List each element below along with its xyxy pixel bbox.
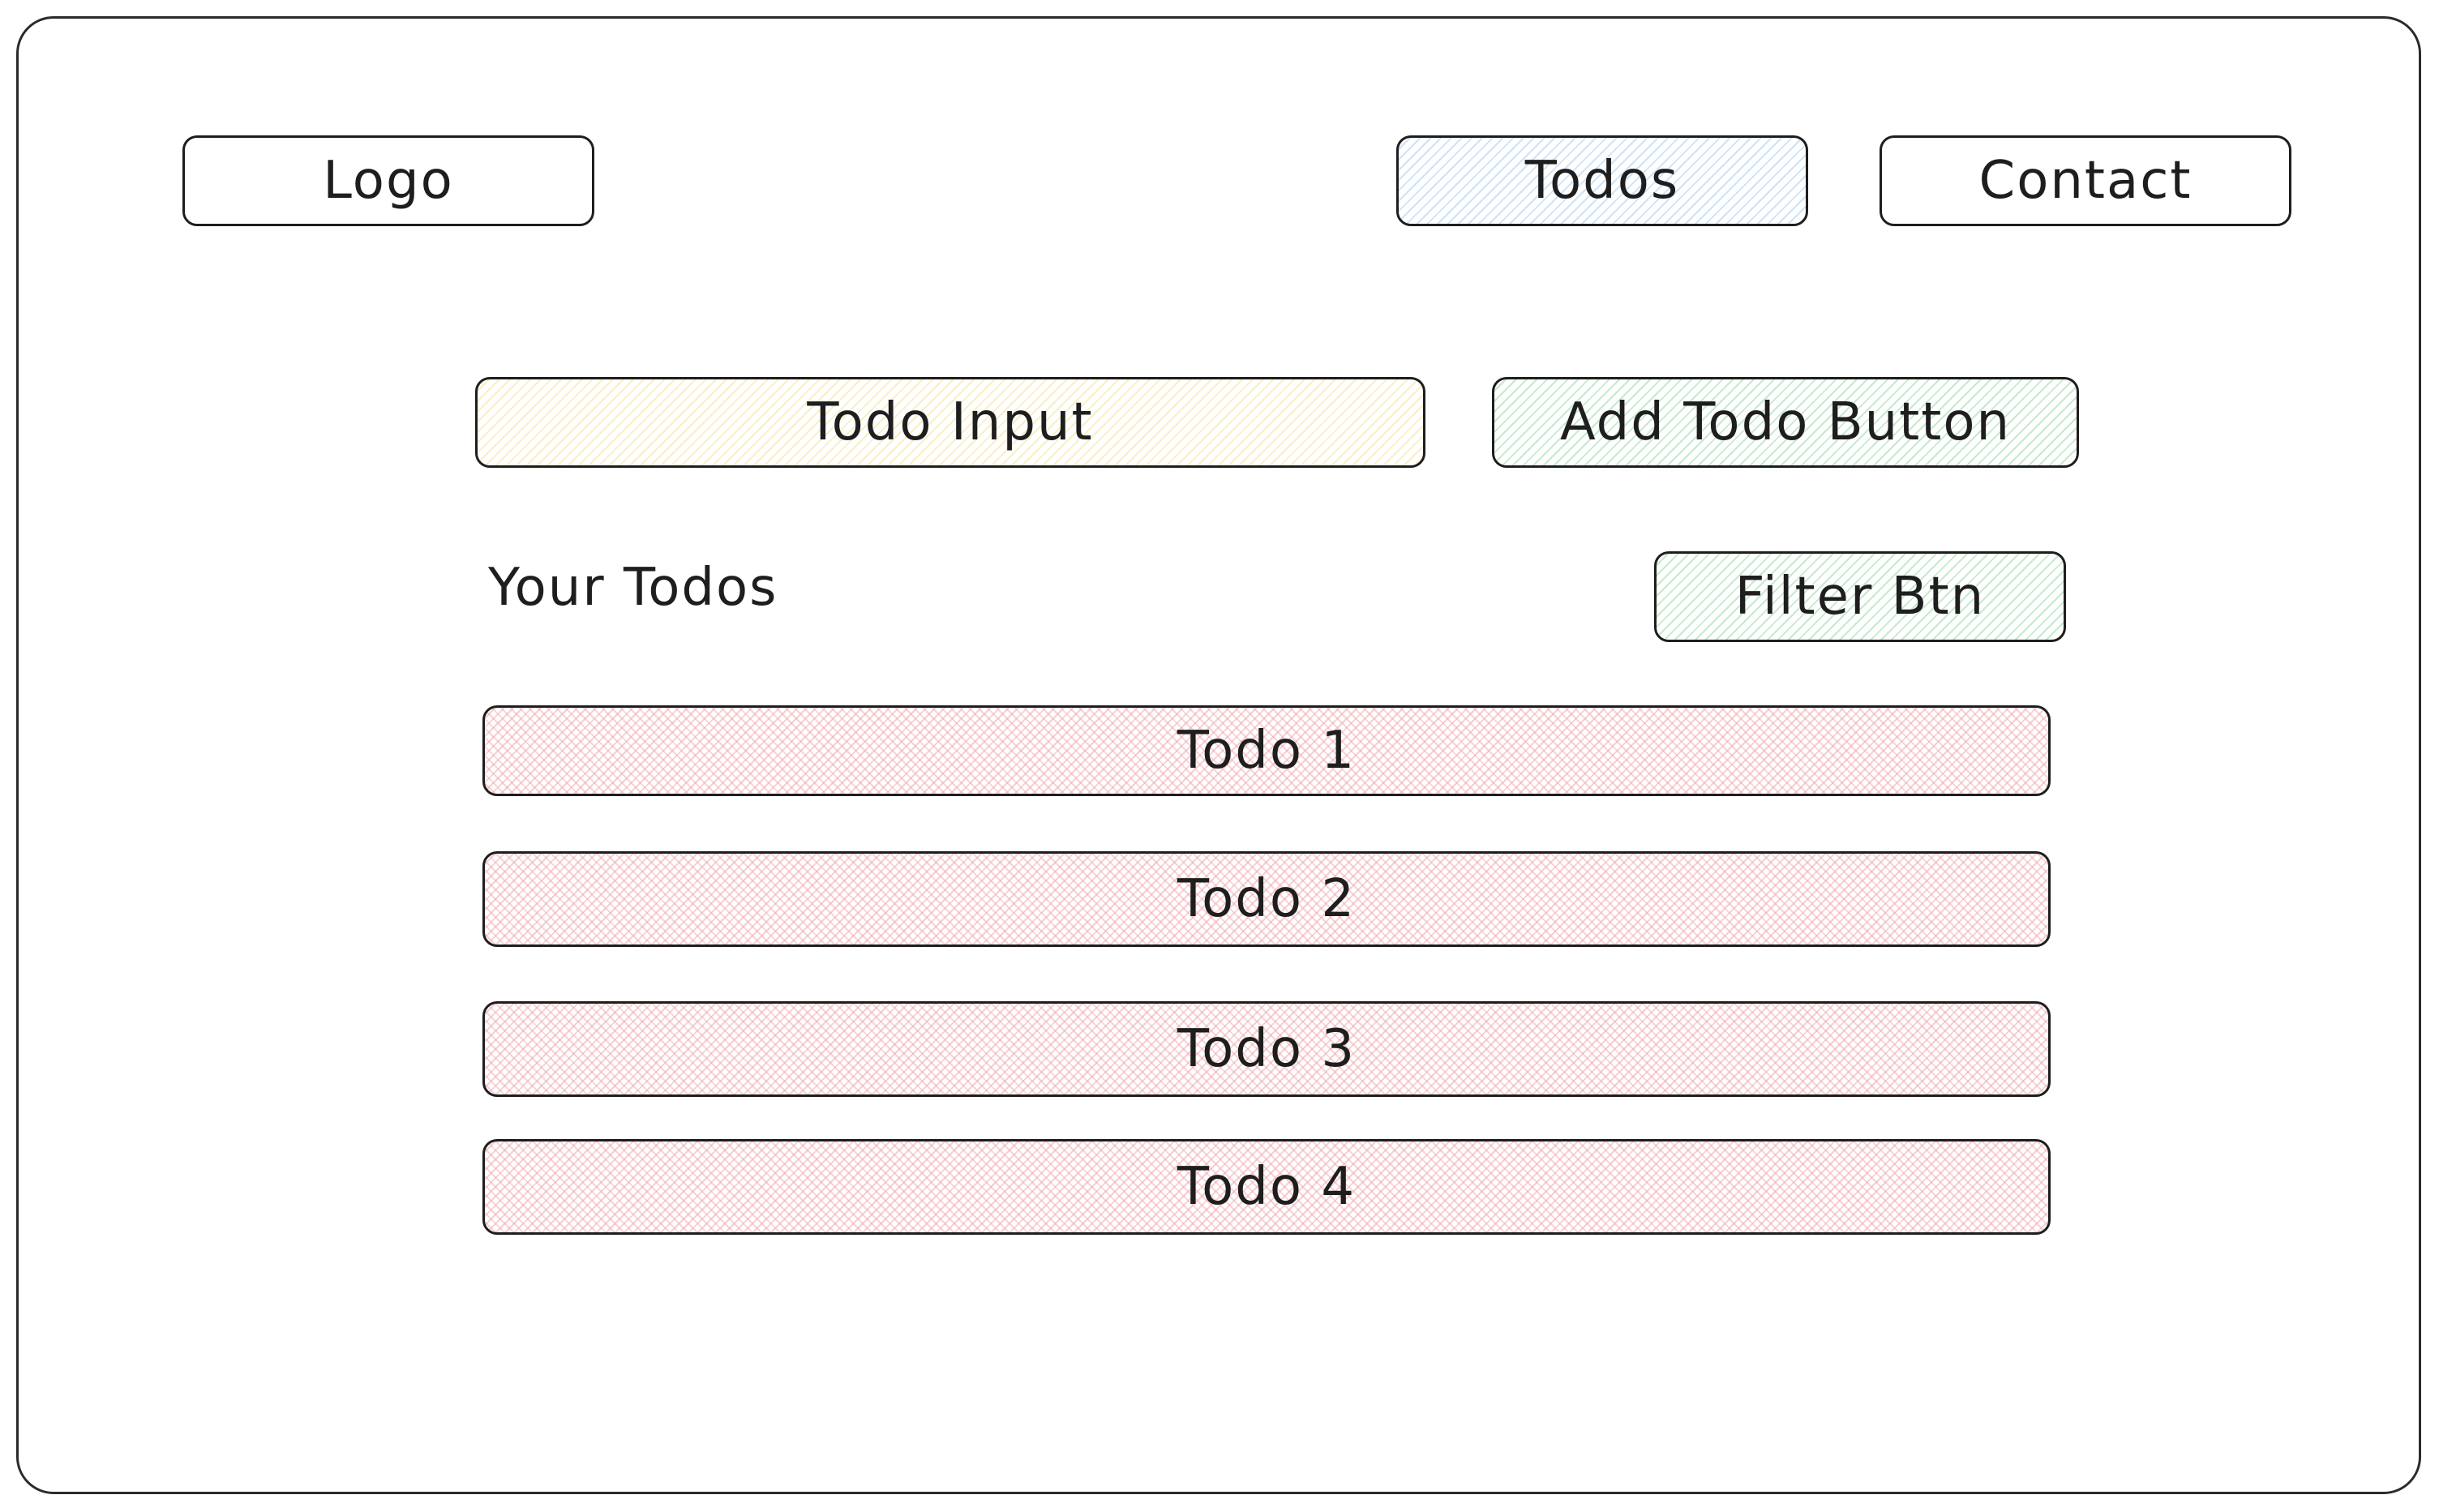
add-todo-button-label: Add Todo Button [1559,392,2012,452]
add-todo-button[interactable]: Add Todo Button [1492,377,2079,468]
filter-button[interactable]: Filter Btn [1654,551,2066,642]
todo-item-2[interactable]: Todo 2 [482,851,2051,947]
nav-todos-button[interactable]: Todos [1396,135,1808,226]
todos-list-title: Your Todos [488,558,778,618]
logo[interactable]: Logo [182,135,594,226]
todo-item-4[interactable]: Todo 4 [482,1139,2051,1235]
todo-item-label: Todo 2 [1177,869,1357,929]
nav-contact-button[interactable]: Contact [1880,135,2291,226]
todo-item-label: Todo 1 [1177,721,1357,781]
todo-item-3[interactable]: Todo 3 [482,1001,2051,1097]
filter-button-label: Filter Btn [1734,567,1986,627]
todo-input-label: Todo Input [807,392,1094,452]
todo-item-label: Todo 4 [1177,1157,1357,1217]
logo-label: Logo [323,151,454,211]
todo-item-label: Todo 3 [1177,1019,1357,1079]
nav-todos-label: Todos [1524,151,1680,211]
todo-item-1[interactable]: Todo 1 [482,705,2051,796]
todo-input[interactable]: Todo Input [475,377,1425,468]
nav-contact-label: Contact [1978,151,2193,211]
